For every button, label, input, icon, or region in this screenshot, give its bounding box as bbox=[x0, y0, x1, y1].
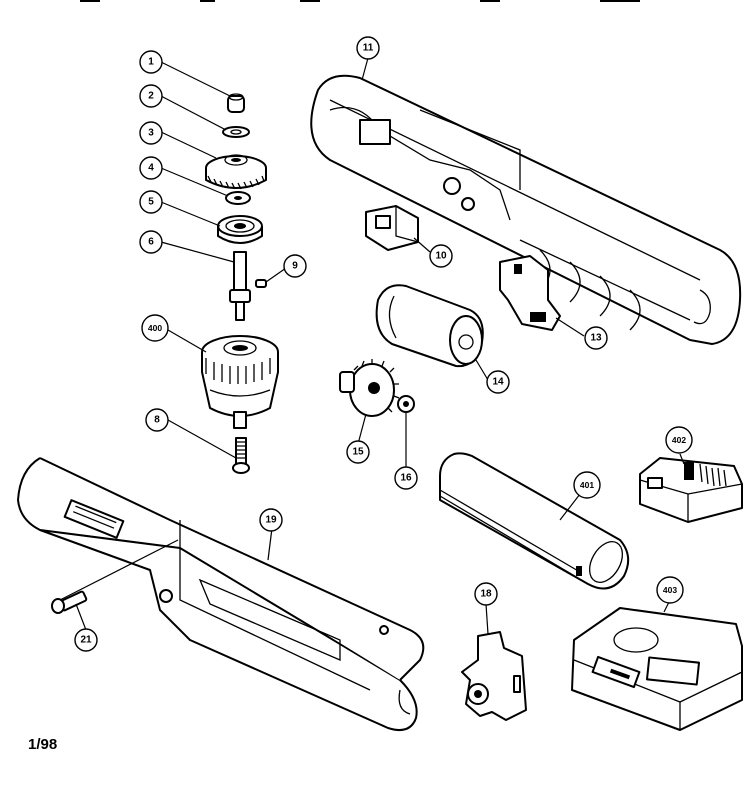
pinion-gear-part-15 bbox=[339, 359, 400, 417]
callout-10: 10 bbox=[429, 244, 453, 268]
washer-part-2 bbox=[222, 126, 250, 138]
svg-text:14: 14 bbox=[492, 377, 504, 388]
chuck-part-400 bbox=[201, 335, 279, 429]
revision-code: 1/98 bbox=[28, 736, 58, 753]
svg-text:3: 3 bbox=[148, 128, 154, 139]
svg-text:5: 5 bbox=[148, 197, 154, 208]
svg-text:400: 400 bbox=[148, 323, 162, 333]
svg-text:402: 402 bbox=[672, 435, 686, 445]
motor-part-14 bbox=[375, 284, 484, 368]
svg-text:13: 13 bbox=[590, 333, 602, 344]
svg-text:18: 18 bbox=[480, 589, 492, 600]
svg-text:9: 9 bbox=[292, 261, 298, 272]
trigger-part-13 bbox=[499, 255, 561, 331]
svg-text:4: 4 bbox=[148, 163, 154, 174]
callout-3: 3 bbox=[139, 121, 163, 145]
callout-2: 2 bbox=[139, 84, 163, 108]
bushing-part-16 bbox=[397, 395, 415, 413]
svg-text:401: 401 bbox=[580, 480, 594, 490]
svg-text:11: 11 bbox=[363, 43, 374, 54]
housing-part-19 bbox=[17, 457, 425, 731]
callouts: 1 2 3 4 5 6 9 400 8 11 10 13 14 15 16 19… bbox=[74, 36, 693, 652]
charger-part-402 bbox=[639, 457, 743, 523]
callout-14: 14 bbox=[486, 370, 510, 394]
callout-13: 13 bbox=[584, 326, 608, 350]
callout-402: 402 bbox=[665, 426, 693, 454]
leader-lines bbox=[59, 57, 685, 635]
svg-text:21: 21 bbox=[80, 635, 92, 646]
callout-21: 21 bbox=[74, 628, 98, 652]
svg-text:19: 19 bbox=[265, 515, 277, 526]
callout-18: 18 bbox=[474, 582, 498, 606]
screw-part-21 bbox=[51, 590, 88, 614]
svg-text:403: 403 bbox=[663, 585, 677, 595]
callout-5: 5 bbox=[139, 190, 163, 214]
bracket-part-18 bbox=[461, 631, 527, 721]
callout-4: 4 bbox=[139, 156, 163, 180]
callout-401: 401 bbox=[573, 471, 601, 499]
bearing-part-5 bbox=[217, 215, 263, 244]
callout-400: 400 bbox=[141, 314, 169, 342]
case-part-403 bbox=[571, 607, 743, 731]
gear-part-3 bbox=[205, 154, 267, 190]
callout-6: 6 bbox=[139, 230, 163, 254]
bit-screw-part-8 bbox=[232, 437, 250, 474]
svg-text:8: 8 bbox=[154, 415, 160, 426]
callout-403: 403 bbox=[656, 576, 684, 604]
callout-16: 16 bbox=[394, 466, 418, 490]
svg-text:16: 16 bbox=[400, 473, 412, 484]
battery-part-401 bbox=[439, 452, 630, 590]
callout-8: 8 bbox=[145, 408, 169, 432]
svg-text:10: 10 bbox=[435, 251, 447, 262]
callout-15: 15 bbox=[346, 440, 370, 464]
callout-9: 9 bbox=[283, 254, 307, 278]
callout-19: 19 bbox=[259, 508, 283, 532]
switch-part-10 bbox=[365, 205, 419, 251]
callout-11: 11 bbox=[356, 36, 380, 60]
housing-part-11 bbox=[310, 74, 742, 345]
sleeve-part-4 bbox=[225, 191, 251, 205]
svg-text:15: 15 bbox=[352, 447, 364, 458]
cap-part-1 bbox=[227, 93, 245, 113]
svg-text:6: 6 bbox=[148, 237, 154, 248]
svg-text:2: 2 bbox=[148, 91, 154, 102]
svg-text:1: 1 bbox=[148, 57, 154, 68]
spindle-part-6 bbox=[229, 251, 251, 321]
callout-1: 1 bbox=[139, 50, 163, 74]
screw-part-9 bbox=[255, 279, 267, 288]
